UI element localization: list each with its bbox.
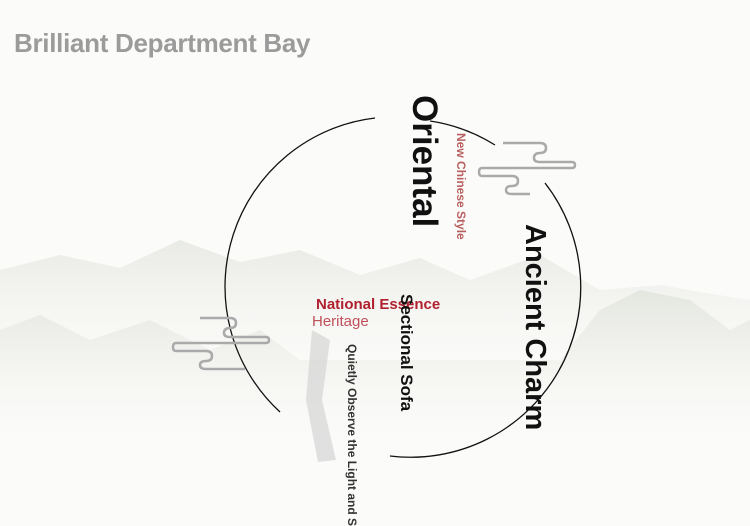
tagline-line2: Heritage (312, 313, 369, 330)
tagline-line1: National Essence (316, 296, 441, 313)
near-mountains (0, 290, 750, 460)
cloud-ornament-left (171, 316, 271, 371)
caption: Quietly Observe the Light and S (345, 344, 359, 526)
circle-frame (224, 117, 582, 458)
ink-landscape-background (0, 117, 750, 462)
brand-title: Brilliant Department Bay (14, 28, 311, 58)
side-headline: Ancient Charm (519, 224, 551, 431)
ink-brush-mark (306, 330, 336, 462)
headline-oriental: Oriental (405, 95, 444, 228)
subheadline: New Chinese Style (454, 133, 468, 240)
product-name: Sectional Sofa (397, 294, 416, 412)
cloud-ornament-right (477, 141, 577, 196)
